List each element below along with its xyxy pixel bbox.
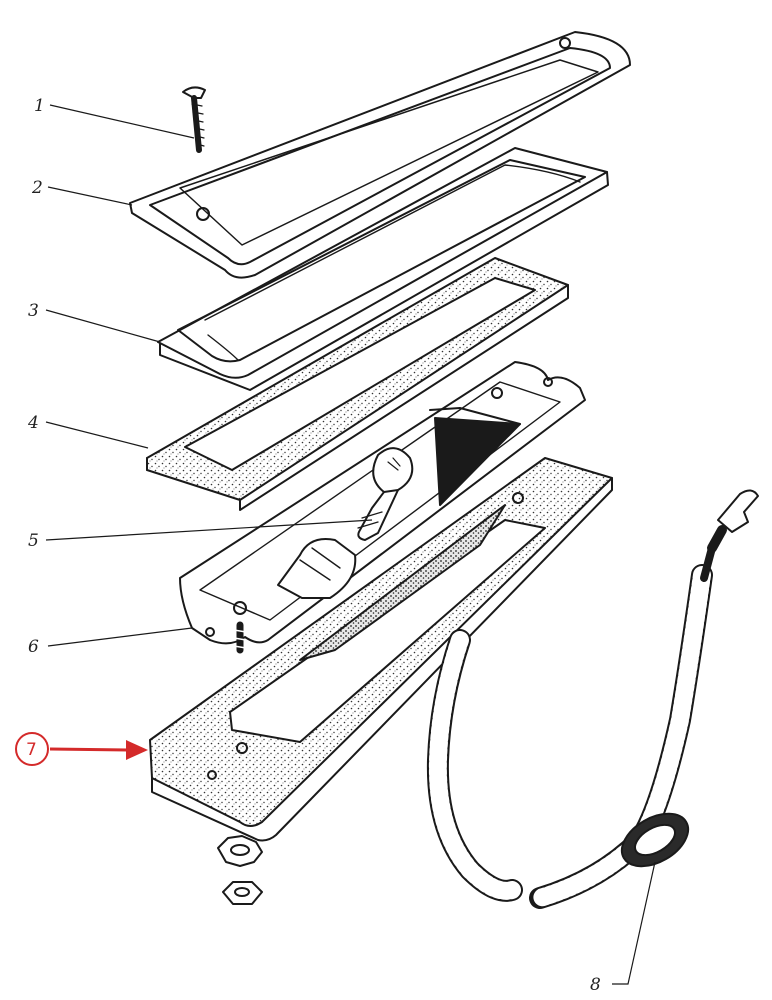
- lock-washer-part: [217, 835, 263, 867]
- leader-3: [45, 309, 161, 343]
- label-4: 4: [27, 413, 39, 433]
- cable-part: [426, 489, 759, 909]
- label-5: 5: [28, 531, 39, 551]
- screw-part: [182, 86, 206, 153]
- hex-nut-part: [222, 881, 263, 905]
- highlight-callout: [15, 732, 148, 766]
- leader-5: [45, 519, 373, 541]
- label-8: 8: [590, 975, 601, 995]
- label-6: 6: [28, 637, 39, 657]
- lens-part: [157, 147, 609, 391]
- gasket-part: [146, 257, 569, 511]
- highlight-arrow-shaft: [49, 747, 129, 752]
- label-2: 2: [31, 178, 43, 198]
- label-7: 7: [26, 740, 37, 760]
- housing-base-part: [149, 457, 613, 842]
- leader-4: [45, 421, 149, 449]
- highlight-circle: [15, 732, 49, 766]
- label-3: 3: [28, 301, 39, 321]
- label-1: 1: [34, 96, 45, 116]
- leader-8: [612, 861, 656, 985]
- leader-6: [47, 627, 193, 647]
- leader-1: [49, 104, 195, 139]
- bulb-part: [357, 447, 414, 541]
- frame-bezel-part: [129, 31, 631, 279]
- highlight-arrow-head: [126, 740, 148, 760]
- leader-2: [47, 186, 133, 206]
